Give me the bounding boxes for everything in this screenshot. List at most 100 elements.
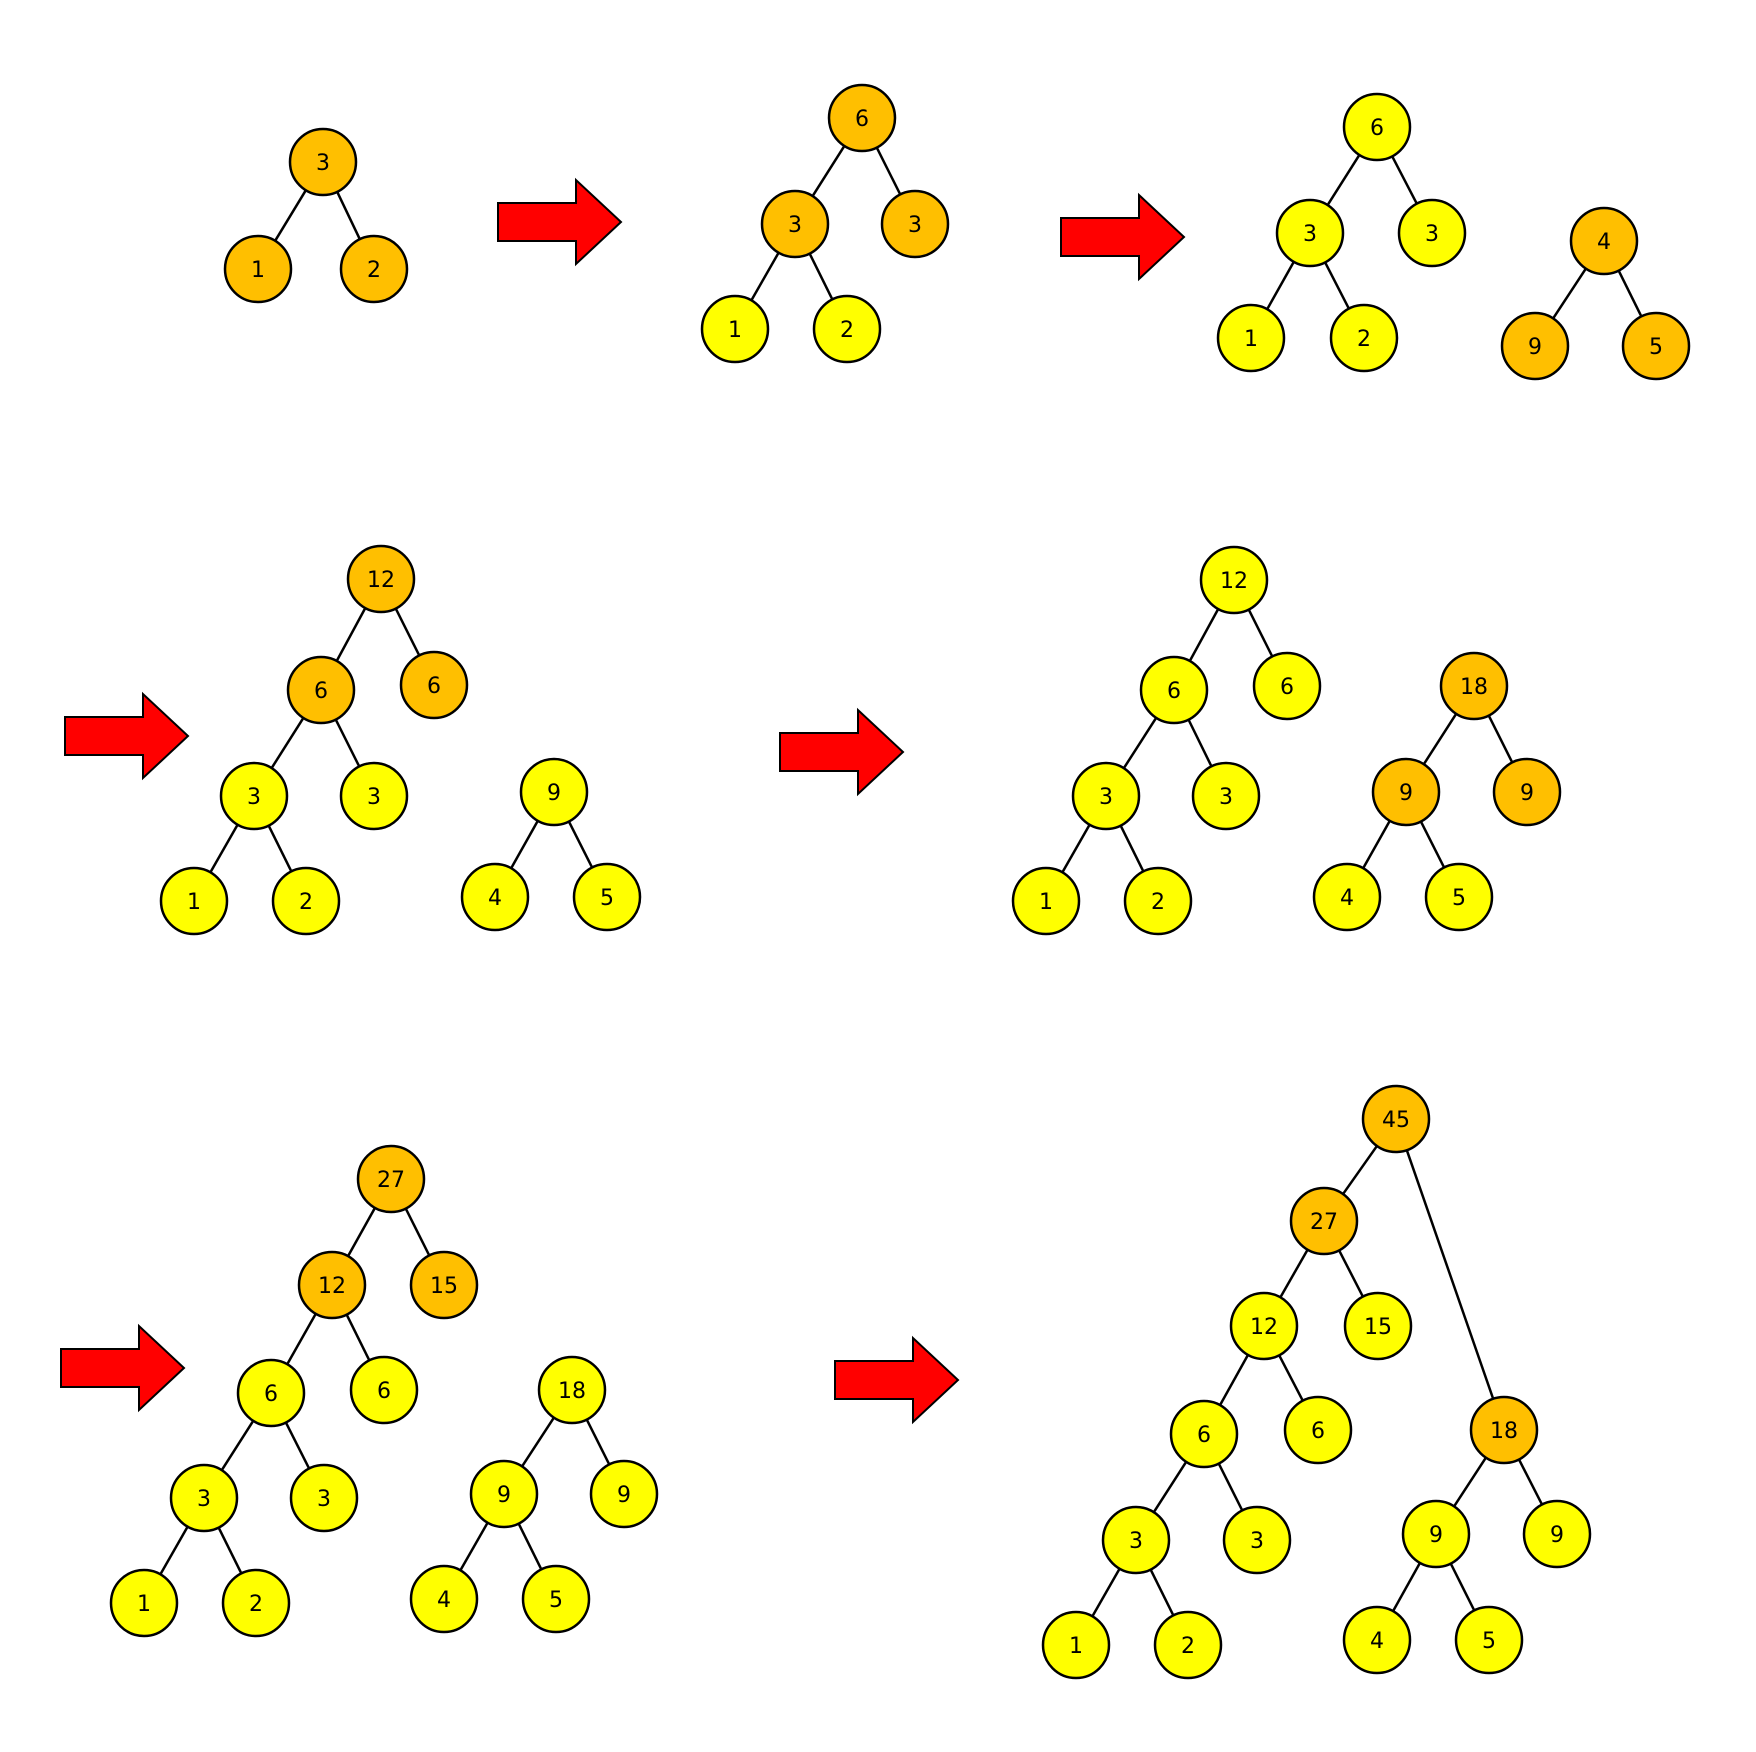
tree-node: 2 (339, 234, 409, 304)
tree-edge (217, 1527, 243, 1574)
tree-edge (459, 1522, 489, 1571)
tree-node: 3 (1397, 198, 1467, 268)
node-circle (1252, 651, 1322, 721)
tree-edge (1061, 824, 1091, 873)
node-circle (1569, 206, 1639, 276)
tree-node: 1 (159, 866, 229, 936)
node-circle (1621, 311, 1691, 381)
node-circle (1071, 761, 1141, 831)
node-label: 6 (855, 107, 869, 132)
node-label: 4 (1340, 886, 1354, 911)
node-circle (1397, 198, 1467, 268)
node-circle (760, 189, 830, 259)
node-label: 12 (367, 568, 395, 593)
node-label: 2 (1181, 1634, 1195, 1659)
node-circle (109, 1568, 179, 1638)
node-label: 6 (1311, 1419, 1325, 1444)
tree-node: 6 (236, 1358, 306, 1428)
tree-edge (159, 1526, 189, 1575)
tree-edge (335, 607, 367, 662)
tree-node: 2 (812, 294, 882, 364)
node-circle (159, 866, 229, 936)
tree-node: 5 (1621, 311, 1691, 381)
node-circle (1275, 198, 1345, 268)
tree-edge (345, 1314, 371, 1361)
node-label: 9 (617, 1483, 631, 1508)
tree-node: 3 (1101, 1505, 1171, 1575)
tree-node: 3 (760, 189, 830, 259)
tree-node: 9 (1500, 311, 1570, 381)
node-label: 6 (1167, 679, 1181, 704)
node-label: 45 (1382, 1108, 1410, 1133)
node-circle (460, 862, 530, 932)
node-label: 2 (1357, 327, 1371, 352)
tree-edge (209, 824, 239, 873)
node-circle (271, 866, 341, 936)
node-label: 5 (1452, 886, 1466, 911)
node-label: 6 (314, 679, 328, 704)
node-circle (169, 1463, 239, 1533)
node-circle (1361, 1084, 1431, 1154)
node-label: 15 (1364, 1315, 1392, 1340)
node-circle (349, 1355, 419, 1425)
tree-edge (811, 145, 846, 197)
node-label: 1 (1244, 327, 1258, 352)
tree-node: 5 (1454, 1605, 1524, 1675)
tree-node: 5 (1424, 862, 1494, 932)
tree-edge (1422, 713, 1458, 765)
node-circle (1371, 757, 1441, 827)
node-circle (519, 757, 589, 827)
node-label: 1 (1069, 1634, 1083, 1659)
tree-node: 1 (109, 1568, 179, 1638)
node-circle (1312, 862, 1382, 932)
tree-edge (1152, 1461, 1188, 1513)
right-arrow-icon (779, 707, 905, 797)
right-arrow-icon (497, 177, 623, 267)
tree-node: 9 (589, 1459, 659, 1529)
tree-node: 3 (288, 127, 358, 197)
node-label: 1 (728, 318, 742, 343)
node-label: 6 (1370, 116, 1384, 141)
tree-node: 9 (1492, 757, 1562, 827)
node-circle (1401, 1499, 1471, 1569)
node-circle (1229, 1291, 1299, 1361)
node-label: 6 (1197, 1423, 1211, 1448)
tree-edge (284, 1421, 311, 1470)
node-label: 4 (1370, 1629, 1384, 1654)
tree-node: 12 (1229, 1291, 1299, 1361)
tree-node: 6 (1169, 1399, 1239, 1469)
tree-edge (270, 717, 305, 769)
tree-edge (1405, 1149, 1495, 1400)
node-circle (1191, 761, 1261, 831)
tree-edge (1342, 1145, 1378, 1195)
tree-node: 4 (1569, 206, 1639, 276)
tree-edge (274, 189, 307, 242)
node-circle (880, 189, 950, 259)
node-label: 2 (367, 258, 381, 283)
node-label: 4 (437, 1588, 451, 1613)
node-circle (521, 1564, 591, 1634)
node-circle (1139, 655, 1209, 725)
tree-node: 6 (1139, 655, 1209, 725)
tree-node: 2 (1153, 1610, 1223, 1680)
tree-node: 45 (1361, 1084, 1431, 1154)
node-label: 3 (247, 785, 261, 810)
node-label: 1 (1039, 890, 1053, 915)
node-circle (221, 1568, 291, 1638)
node-label: 3 (316, 151, 330, 176)
node-circle (589, 1459, 659, 1529)
tree-node: 3 (880, 189, 950, 259)
tree-node: 12 (346, 544, 416, 614)
tree-node: 9 (1371, 757, 1441, 827)
node-circle (1216, 303, 1286, 373)
tree-edge (1337, 1249, 1365, 1298)
node-label: 2 (299, 890, 313, 915)
tree-edge (1552, 267, 1587, 320)
node-label: 4 (1597, 230, 1611, 255)
node-circle (1289, 1186, 1359, 1256)
node-circle (1424, 862, 1494, 932)
node-label: 3 (317, 1487, 331, 1512)
tree-edge (267, 825, 293, 872)
tree-node: 3 (1275, 198, 1345, 268)
